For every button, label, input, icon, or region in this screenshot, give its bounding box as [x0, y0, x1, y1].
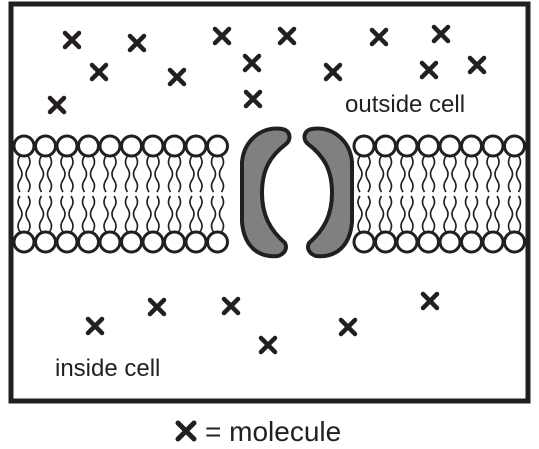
lipid-head: [77, 230, 100, 254]
lipid-head: [374, 230, 397, 254]
inside-cell-label: inside cell: [55, 355, 160, 382]
legend: = molecule: [175, 416, 341, 447]
channel-right-half: [302, 126, 354, 259]
lipid-head: [77, 134, 100, 158]
lipid-bilayer: [12, 134, 526, 254]
lipid-head: [395, 134, 419, 158]
lipid-head: [352, 230, 376, 254]
lipid-head: [184, 230, 208, 254]
lipid-head: [141, 134, 165, 158]
lipid-head: [438, 134, 462, 158]
lipid-head: [417, 134, 440, 158]
lipid-head: [206, 230, 229, 254]
lipid-head: [163, 134, 186, 158]
lipid-head: [503, 230, 526, 254]
lipid-head: [460, 230, 483, 254]
lipid-head: [141, 230, 165, 254]
lipid-head: [417, 230, 440, 254]
lipid-head: [438, 230, 462, 254]
lipid-head: [34, 230, 57, 254]
lipid-head: [184, 134, 208, 158]
outside-cell-label: outside cell: [345, 91, 465, 118]
lipid-head: [12, 230, 36, 254]
lipid-head: [34, 134, 57, 158]
lipid-head: [503, 134, 526, 158]
lipid-head: [163, 230, 186, 254]
lipid-head: [55, 230, 79, 254]
lipid-head: [206, 134, 229, 158]
lipid-head: [98, 230, 122, 254]
lipid-head: [481, 230, 505, 254]
channel-left-half: [240, 126, 292, 259]
lipid-head: [395, 230, 419, 254]
lipid-head: [98, 134, 122, 158]
lipid-head: [120, 134, 143, 158]
protein-channel: [240, 126, 354, 259]
lipid-head: [352, 134, 376, 158]
lipid-head: [12, 134, 36, 158]
legend-x-icon: [175, 420, 197, 442]
lipid-head: [120, 230, 143, 254]
lipid-head: [460, 134, 483, 158]
lipid-head: [55, 134, 79, 158]
lipid-head: [374, 134, 397, 158]
legend-text: = molecule: [205, 416, 341, 447]
lipid-head: [481, 134, 505, 158]
